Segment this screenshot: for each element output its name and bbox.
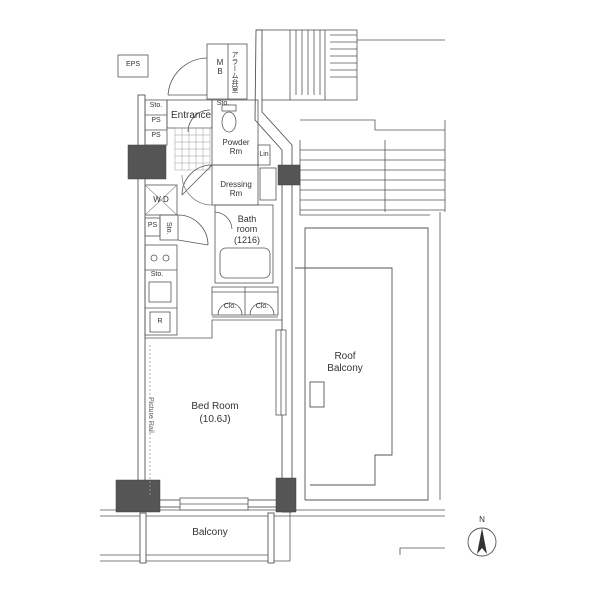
storage-top-label: Sto. <box>216 100 230 107</box>
powder-room-label: Powder Rm <box>222 138 250 157</box>
kitchen <box>144 244 178 336</box>
ps-low-label: PS <box>147 222 158 229</box>
bedroom-windows <box>179 329 287 511</box>
bedroom-boundary <box>145 319 282 495</box>
structural-columns <box>115 144 301 513</box>
roof-balcony-outline <box>295 227 429 501</box>
storage-kitchen-label: Sto. <box>150 271 164 278</box>
closet-1-label: Clo. <box>223 303 237 310</box>
washer-dryer-label: W D <box>153 195 169 204</box>
bedroom-size-label: (10.6J) <box>199 414 231 425</box>
dressing-room-label: Dressing Rm <box>220 180 252 199</box>
bedroom-name-label: Bed Room <box>191 401 239 412</box>
bathroom-label: Bath room (1216) <box>233 214 260 245</box>
ps-mid-label: PS <box>151 132 161 139</box>
mb-label: M B <box>216 58 224 77</box>
ps-top-label: PS <box>151 117 161 124</box>
mb-room <box>167 43 248 100</box>
storage-side-label: Sto. <box>165 221 173 235</box>
eps-label: EPS <box>125 61 140 68</box>
roof-steps <box>299 119 446 500</box>
alarm-valve-room-label: アラーム弁室 <box>231 51 239 93</box>
entrance-area <box>144 99 213 146</box>
closet-2-label: Clo. <box>255 303 269 310</box>
picture-rail-label: Picture Rail <box>147 397 155 433</box>
eps-room <box>117 54 149 78</box>
bathroom <box>214 204 274 284</box>
stairs-top <box>256 29 445 101</box>
shoebox-label: Sto. <box>149 102 163 109</box>
fridge-label: R <box>157 318 163 325</box>
north-compass <box>467 527 497 557</box>
utility-column <box>144 184 209 246</box>
linen-label: Lin <box>259 151 269 158</box>
roof-balcony-label: Roof Balcony <box>327 351 363 374</box>
tile-floor <box>174 127 211 171</box>
north-label: N <box>479 515 485 524</box>
balcony-label: Balcony <box>192 527 228 538</box>
closets <box>211 286 279 318</box>
entrance-label: Entrance <box>170 110 212 121</box>
